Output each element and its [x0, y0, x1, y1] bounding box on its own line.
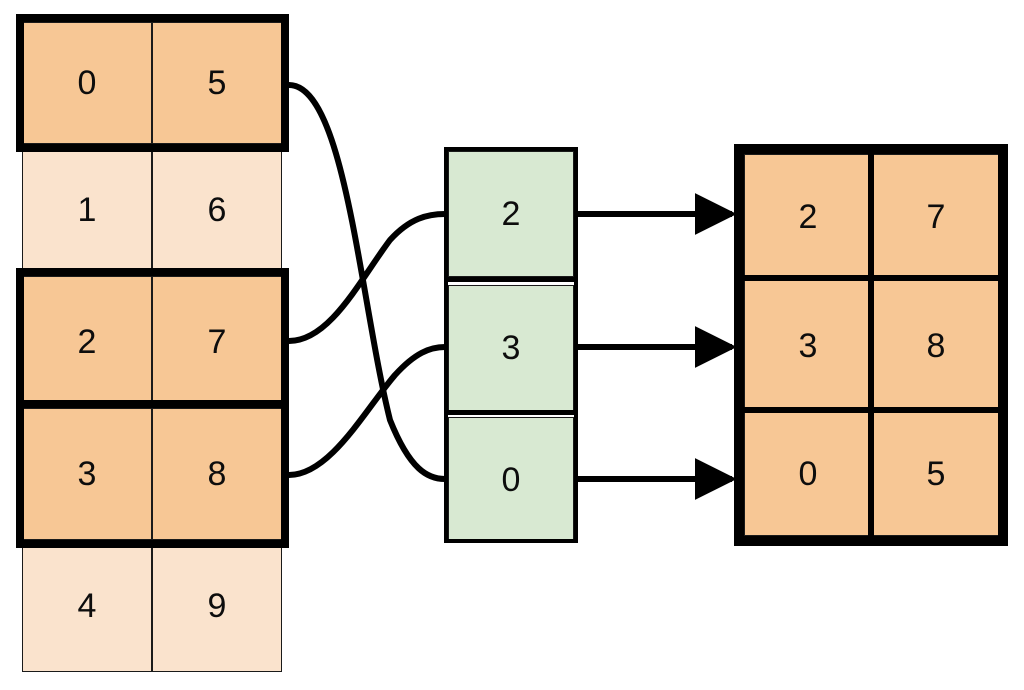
- source-cell-r3c0: 3: [22, 408, 152, 540]
- result-cell-r1c0: 3: [744, 280, 872, 412]
- result-cell-r0c1: 7: [872, 154, 1000, 280]
- index-cell-2: 0: [448, 417, 574, 543]
- index-divider-0: [444, 277, 578, 282]
- result-cell-r2c0: 0: [744, 412, 872, 536]
- result-cell-r1c1: 8: [872, 280, 1000, 412]
- source-cell-r1c0: 1: [22, 144, 152, 276]
- result-cell-r0c0: 2: [744, 154, 872, 280]
- curve-row0-to-index-slot2: [286, 82, 448, 482]
- source-cell-r4c1: 9: [152, 540, 282, 672]
- source-cell-r3c1: 8: [152, 408, 282, 540]
- source-cell-r4c0: 4: [22, 540, 152, 672]
- result-cell-r2c1: 5: [872, 412, 1000, 536]
- curve-row3-to-index-slot1: [286, 344, 448, 478]
- index-cell-0: 2: [448, 151, 574, 277]
- source-cell-r0c0: 0: [22, 22, 152, 144]
- source-cell-r1c1: 6: [152, 144, 282, 276]
- curve-row2-to-index-slot0: [286, 211, 448, 344]
- source-cell-r0c1: 5: [152, 22, 282, 144]
- source-cell-r2c1: 7: [152, 276, 282, 408]
- source-cell-r2c0: 2: [22, 276, 152, 408]
- index-cell-1: 3: [448, 285, 574, 411]
